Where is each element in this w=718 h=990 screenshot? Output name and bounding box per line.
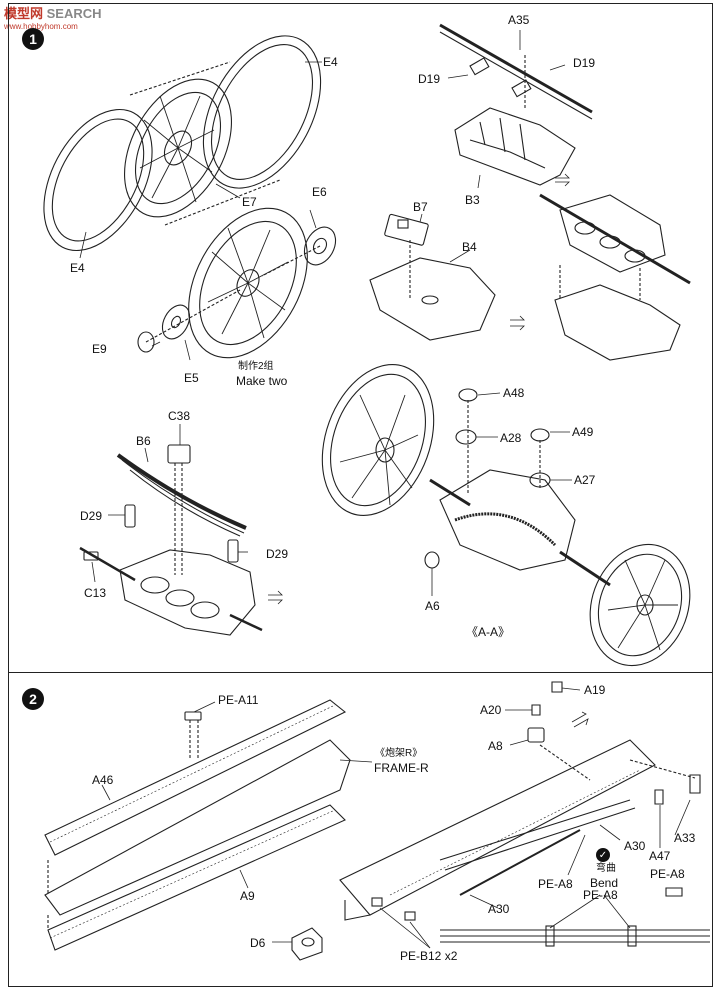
label-A28: A28 xyxy=(500,431,522,445)
label-C38: C38 xyxy=(168,409,191,423)
label-make-two-en: Make two xyxy=(236,374,288,388)
label-E6: E6 xyxy=(312,185,327,199)
label-E5: E5 xyxy=(184,371,199,385)
label-A35: A35 xyxy=(508,13,530,27)
label-PE-B12: PE-B12 x2 xyxy=(400,949,458,963)
label-A30-bottom: A30 xyxy=(488,902,510,916)
label-PE-A8-left: PE-A8 xyxy=(538,877,573,891)
label-B4: B4 xyxy=(462,240,477,254)
label-A9: A9 xyxy=(240,889,255,903)
label-A19: A19 xyxy=(584,683,606,697)
label-A27: A27 xyxy=(574,473,596,487)
axle-beam-assembly xyxy=(369,23,691,361)
trail-frame-left xyxy=(44,699,351,951)
label-E7: E7 xyxy=(242,195,257,209)
label-A48: A48 xyxy=(503,386,525,400)
bend-icon: ✓ xyxy=(596,848,610,862)
a-a-view-assembly xyxy=(321,364,691,667)
label-A47: A47 xyxy=(649,849,671,863)
label-frame-r-en: FRAME-R xyxy=(374,761,429,775)
wheel-exploded-assembly xyxy=(43,35,337,359)
label-PE-A8-bottom: PE-A8 xyxy=(583,888,618,902)
label-D29-right: D29 xyxy=(266,547,289,561)
label-A20: A20 xyxy=(480,703,502,717)
label-PE-A8-right: PE-A8 xyxy=(650,867,685,881)
label-D19-left: D19 xyxy=(418,72,441,86)
label-A6: A6 xyxy=(425,599,440,613)
step-number-2: 2 xyxy=(22,688,44,710)
label-B7: B7 xyxy=(413,200,428,214)
watermark-logo: 模型网 SEARCH xyxy=(4,6,102,21)
label-A33: A33 xyxy=(674,831,696,845)
trail-frame-right xyxy=(291,681,710,961)
label-A49: A49 xyxy=(572,425,594,439)
label-B6: B6 xyxy=(136,434,151,448)
label-view-a-a: 《A-A》 xyxy=(466,625,511,639)
leader-lines xyxy=(79,30,691,949)
label-E4-left: E4 xyxy=(70,261,85,275)
label-A30-mid: A30 xyxy=(624,839,646,853)
leaf-spring-assembly xyxy=(79,444,283,636)
label-A8: A8 xyxy=(488,739,503,753)
label-bend-en: Bend xyxy=(590,876,619,890)
label-D29-left: D29 xyxy=(80,509,103,523)
label-E9: E9 xyxy=(92,342,107,356)
label-PE-A11: PE-A11 xyxy=(218,693,259,707)
step-number-1: 1 xyxy=(22,28,44,50)
label-bend-cn: 弯曲 xyxy=(596,863,616,874)
label-C13: C13 xyxy=(84,586,107,600)
label-frame-r-cn: 《炮架R》 xyxy=(375,748,423,759)
label-B3: B3 xyxy=(465,193,480,207)
label-make-two-cn: 制作2组 xyxy=(238,361,274,372)
label-A46: A46 xyxy=(92,773,114,787)
label-D6: D6 xyxy=(250,936,266,950)
label-D19-right: D19 xyxy=(573,56,596,70)
label-E4-top: E4 xyxy=(323,55,338,69)
step2-panel xyxy=(8,672,713,987)
watermark-site: www.hobbyhom.com xyxy=(4,22,78,31)
